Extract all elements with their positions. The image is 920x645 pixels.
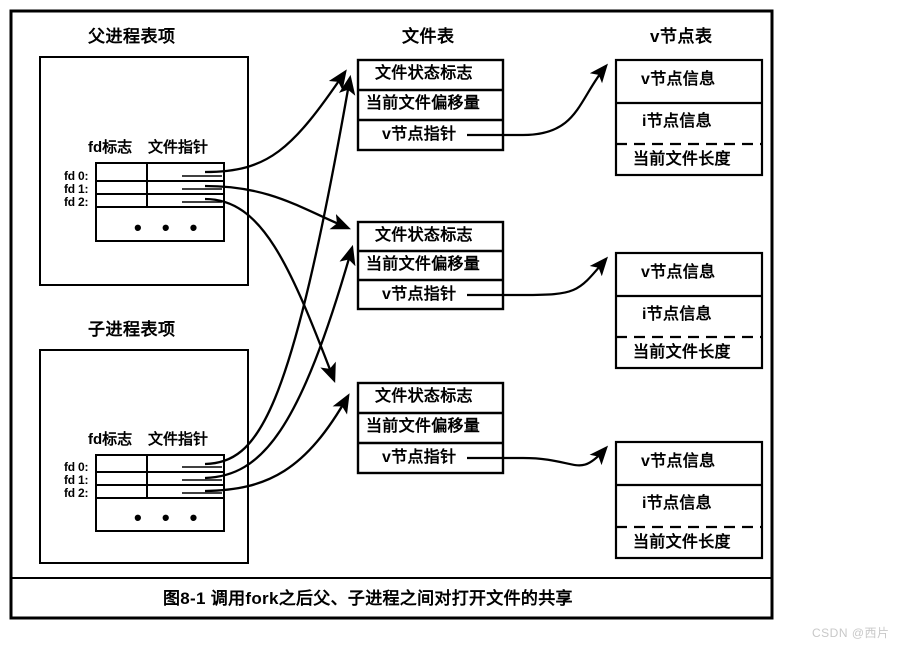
child-fd-row-1-label: fd 1: [64,473,89,487]
parent-col-head-fd-flags: fd标志 [88,139,133,156]
child-process-box [39,349,249,564]
vnode-1-inode-info: i节点信息 [642,113,712,130]
figure-caption: 图8-1 调用fork之后父、子进程之间对打开文件的共享 [163,589,573,608]
parent-fd-pointer-stubs [182,175,222,203]
file-table-1-vnode-pointer: v节点指针 [382,126,457,143]
parent-col-head-file-pointer: 文件指针 [148,139,209,156]
child-fd-row-2-label: fd 2: [64,486,89,500]
child-fd-row-0-label: fd 0: [64,460,89,474]
file-table-2-status-flags: 文件状态标志 [375,227,473,244]
vnode-3-inode-info: i节点信息 [642,495,712,512]
file-table-3-status-flags: 文件状态标志 [375,388,473,405]
arrow-filetable3-to-vnode3 [467,445,609,467]
vnode-1-file-length: 当前文件长度 [633,151,731,168]
arrow-filetable1-to-vnode1 [467,63,608,137]
vnode-3-file-length: 当前文件长度 [633,534,731,551]
file-table-3-vnode-pointer: v节点指针 [382,449,457,466]
vnode-3-vnode-info: v节点信息 [641,453,716,470]
child-col-head-file-pointer: 文件指针 [148,431,209,448]
file-table-1-current-offset: 当前文件偏移量 [366,95,481,112]
file-table-2-current-offset: 当前文件偏移量 [366,256,481,273]
csdn-watermark: CSDN @西片 [812,626,890,640]
parent-fd-row-0-label: fd 0: [64,169,89,183]
arrow-filetable2-to-vnode2 [467,256,608,297]
vnode-2-file-length: 当前文件长度 [633,344,731,361]
arrow-parent-fd2-to-filetable3 [204,197,336,384]
file-table-1-status-flags: 文件状态标志 [375,65,473,82]
arrow-parent-fd0-to-filetable1 [204,69,347,174]
parent-fd-ellipsis: • • • [134,215,205,240]
vnode-2-vnode-info: v节点信息 [641,264,716,281]
arrow-child-fd0-to-filetable1 [204,74,356,466]
heading-parent-process: 父进程表项 [88,27,176,46]
child-col-head-fd-flags: fd标志 [88,431,133,448]
parent-fd-row-2-label: fd 2: [64,195,89,209]
parent-fd-row-1-label: fd 1: [64,182,89,196]
vnode-2-inode-info: i节点信息 [642,306,712,323]
file-table-3-current-offset: 当前文件偏移量 [366,418,481,435]
heading-child-process: 子进程表项 [88,320,176,339]
vnode-1-vnode-info: v节点信息 [641,71,716,88]
arrow-child-fd1-to-filetable2 [204,244,356,480]
arrow-child-fd2-to-filetable3 [204,393,350,493]
heading-vnode-table: v节点表 [650,27,713,46]
child-fd-ellipsis: • • • [134,505,205,530]
heading-file-table: 文件表 [402,27,455,46]
file-table-2-vnode-pointer: v节点指针 [382,286,457,303]
arrow-parent-fd1-to-filetable2 [204,184,351,230]
child-fd-pointer-stubs [182,466,222,494]
